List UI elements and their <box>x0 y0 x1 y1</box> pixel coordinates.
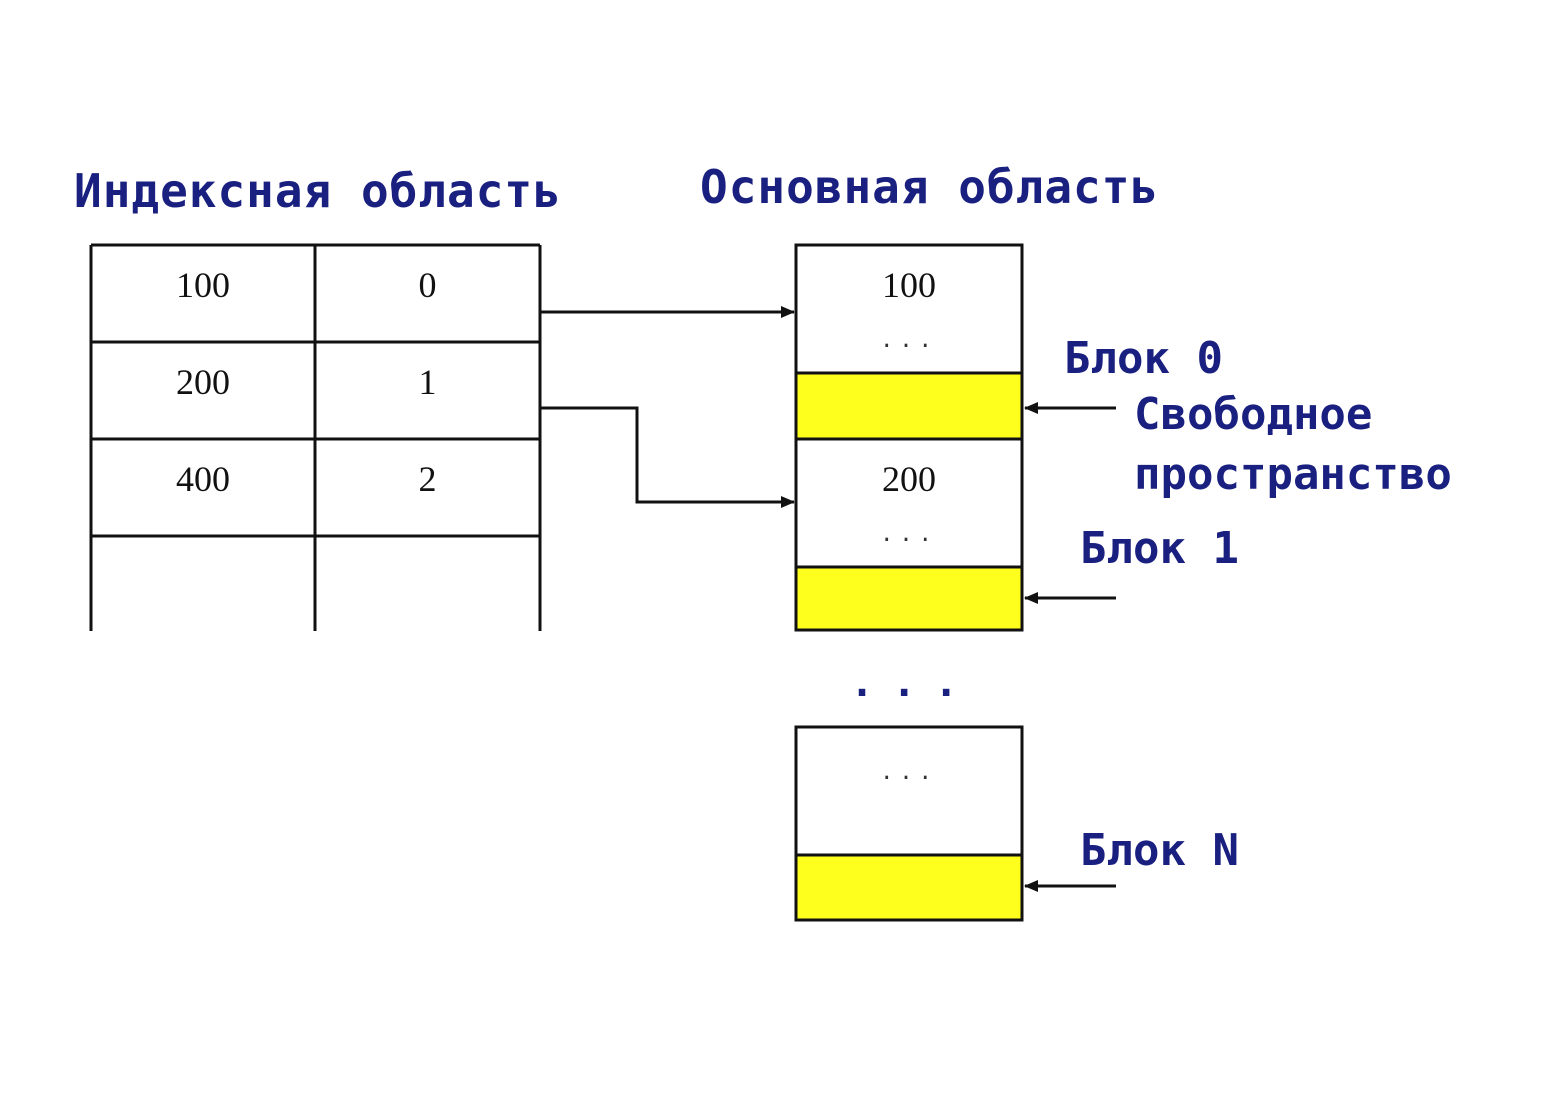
block-n-dots: ... <box>880 760 938 785</box>
index-cell-block: 0 <box>418 265 437 305</box>
index-cell-block: 1 <box>418 362 437 402</box>
index-cell-key: 400 <box>176 459 230 499</box>
free-space-block-1 <box>794 565 1024 632</box>
block-1-first-key: 200 <box>882 459 936 499</box>
free-space-arrows <box>1024 402 1116 892</box>
index-cell-key: 100 <box>176 265 230 305</box>
main-area-block-n <box>794 725 1024 922</box>
main-area-blocks-0-1 <box>794 243 1024 632</box>
free-space-block-n <box>794 853 1024 922</box>
index-area-heading: Индексная область <box>74 164 562 218</box>
main-area-heading: Основная область <box>700 160 1160 214</box>
free-space-block-0 <box>794 371 1024 441</box>
free-space-label-line1: Свободное <box>1134 389 1373 440</box>
block-0-label: Блок 0 <box>1064 333 1223 384</box>
block-n-label: Блок N <box>1080 825 1239 876</box>
block-1-dots: ... <box>880 522 938 547</box>
index-cell-block: 2 <box>418 459 437 499</box>
index-table-grid <box>89 243 542 631</box>
arrow-index-1-to-block-1 <box>540 406 795 508</box>
block-1-label: Блок 1 <box>1080 523 1239 574</box>
index-cell-key: 200 <box>176 362 230 402</box>
index-pointer-arrows <box>540 306 795 508</box>
free-space-label-line2: пространство <box>1134 449 1452 500</box>
block-0-first-key: 100 <box>882 265 936 305</box>
block-0-dots: ... <box>880 328 938 353</box>
blocks-ellipsis: ... <box>850 660 977 706</box>
